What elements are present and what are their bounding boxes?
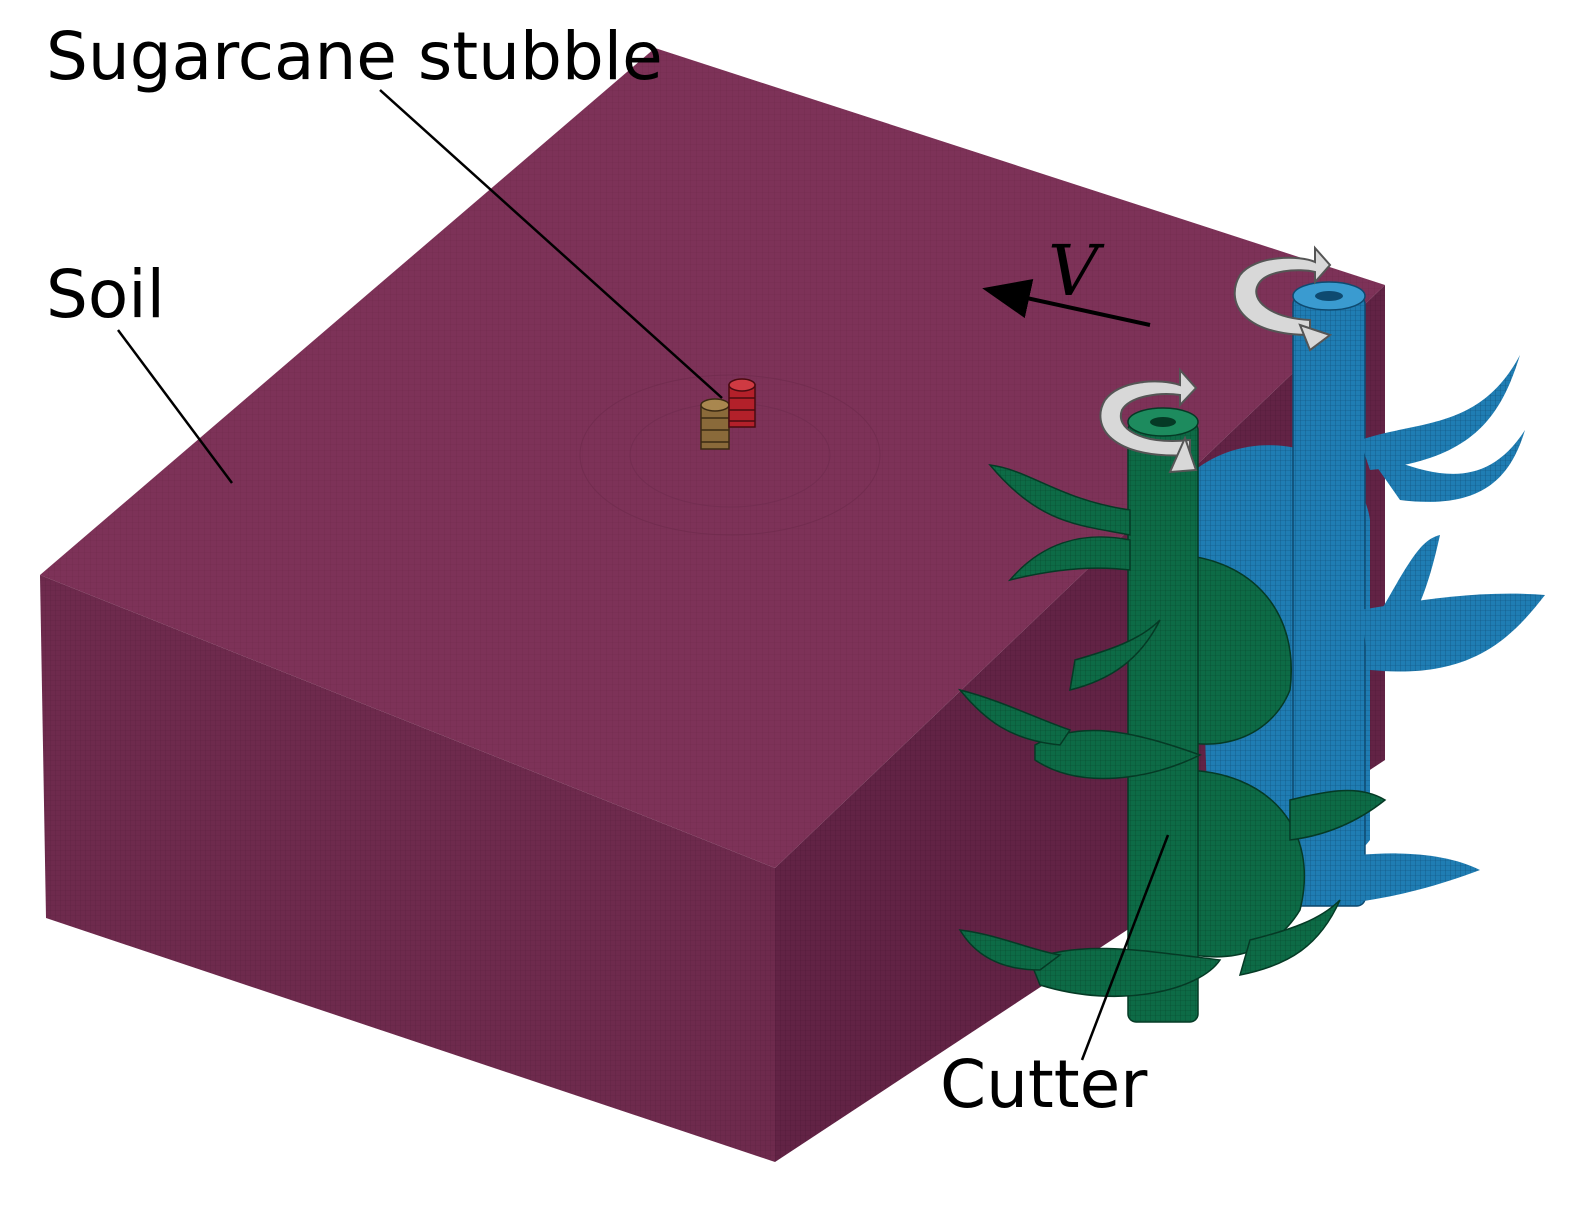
cutter-leader-line <box>1080 834 1170 1061</box>
velocity-label: V <box>1048 230 1099 312</box>
stubble-leader-line <box>379 89 723 399</box>
green-blade-7 <box>958 929 1062 971</box>
green-shaft <box>1127 421 1199 1023</box>
green-blade-9 <box>1289 789 1387 841</box>
green-blade-3 <box>1034 729 1202 780</box>
stubble-brown <box>700 398 730 450</box>
circular-arrow-icon <box>1233 245 1333 352</box>
green-blade-6 <box>1029 947 1222 998</box>
green-blade-1 <box>988 464 1131 536</box>
soil-contact-ring <box>579 374 881 536</box>
blue-blade-5 <box>1320 853 1480 905</box>
soil-leader-line <box>116 329 234 484</box>
green-blade-4 <box>957 688 1072 746</box>
cutter-green <box>957 407 1387 1023</box>
circular-arrow-icon <box>1099 367 1198 474</box>
blue-blade-1 <box>1360 355 1520 470</box>
stubble-red <box>728 378 756 428</box>
soil-label: Soil <box>46 256 165 333</box>
sugarcane-stubble <box>700 378 756 450</box>
cutter-label: Cutter <box>940 1046 1148 1123</box>
soil-front-face <box>40 575 775 1162</box>
green-blade-2 <box>1007 536 1131 582</box>
green-blade-5 <box>1069 619 1161 692</box>
green-blade-8 <box>1238 899 1341 976</box>
blue-blade-2 <box>1365 430 1525 502</box>
soil-top-face <box>40 48 1385 868</box>
blue-blade-4 <box>1370 535 1440 640</box>
sugarcane-stubble-label: Sugarcane stubble <box>46 18 663 95</box>
arrow-left-icon <box>982 279 1151 327</box>
